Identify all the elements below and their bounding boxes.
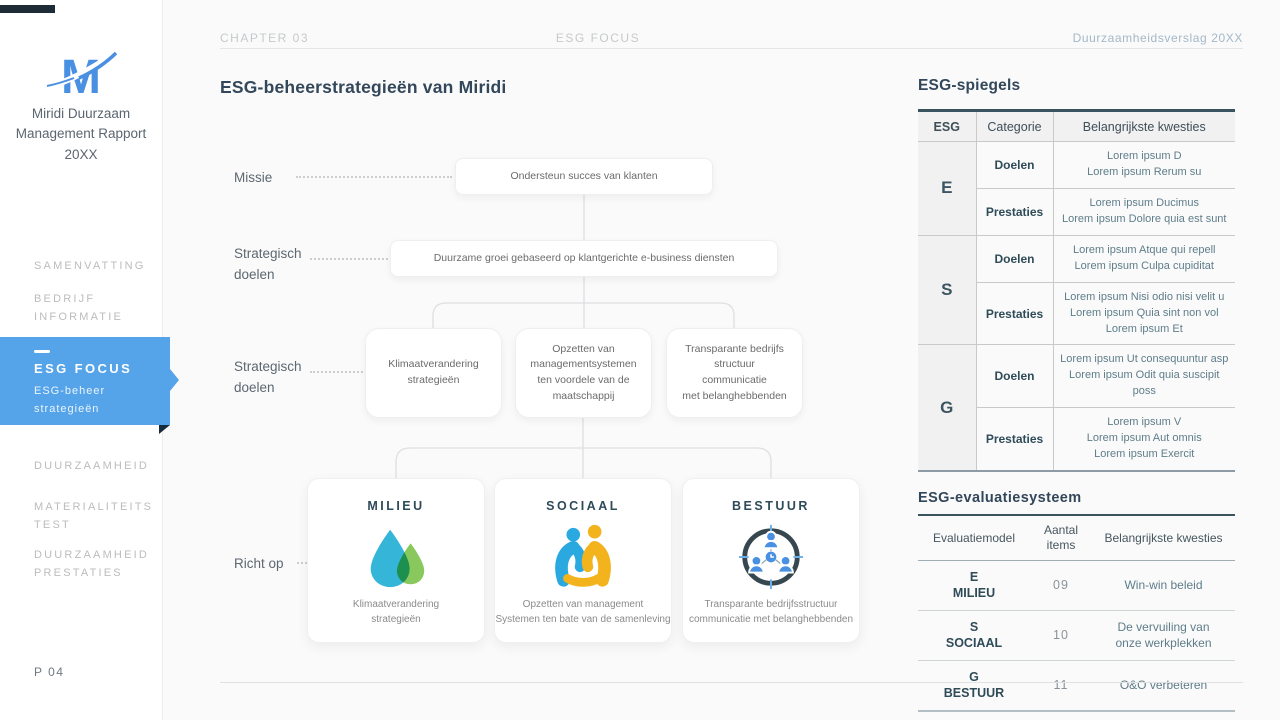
dotted-line-strategisch-1 <box>310 258 388 260</box>
mid-box-klimaat: Klimaatverandering strategieën <box>365 328 502 418</box>
people-pair-icon <box>495 521 671 593</box>
label-strategisch-doelen-2: Strategisch doelen <box>234 359 302 395</box>
active-item-subtitle: ESG-beheer strategieën <box>34 385 106 415</box>
eval-issue: De vervuiling van onze werkplekken <box>1092 610 1235 662</box>
mid-box-transparantie: Transparante bedrijfs structuur communic… <box>666 328 803 418</box>
page-title: ESG-beheerstrategieën van Miridi <box>220 77 507 97</box>
eval-model-bestuur: G BESTUUR <box>943 670 1005 701</box>
table-row: E MILIEU 09 Win-win beleid <box>918 560 1235 611</box>
card-bestuur-caption: Transparante bedrijfsstructuur communica… <box>689 599 853 625</box>
esg-letter-g: G <box>918 344 977 472</box>
category-cell: Doelen <box>975 234 1054 283</box>
top-accent-bar <box>0 5 55 13</box>
eval-issue: Win-win beleid <box>1092 560 1235 611</box>
active-item-arrow-icon <box>170 369 179 391</box>
miridi-logo: M <box>44 48 119 104</box>
eval-model-sociaal: S SOCIAAL <box>918 610 1030 662</box>
esg-evaluatiesysteem-table: Evaluatiemodel Aantal items Belangrijkst… <box>918 514 1235 712</box>
table-row: G BESTUUR 11 O&O verbeteren <box>918 661 1235 711</box>
page-number: P 04 <box>34 665 65 679</box>
table-row: E Doelen Lorem ipsum D Lorem ipsum Rerum… <box>918 141 1235 236</box>
dotted-line-strategisch-2 <box>310 371 363 373</box>
category-cell: Prestaties <box>976 407 1054 472</box>
sidebar-item-esg-focus[interactable]: ESG FOCUS ESG-beheer strategieën <box>0 337 179 434</box>
card-sociaal-caption: Opzetten van management Systemen ten bat… <box>495 599 671 625</box>
category-cell: Doelen <box>975 141 1054 189</box>
eval-count: 10 <box>1030 610 1092 662</box>
strategy-box: Duurzame groei gebaseerd op klantgericht… <box>390 240 778 277</box>
header-section: ESG FOCUS <box>555 31 641 45</box>
logo-m-swoosh-icon: M <box>44 49 119 104</box>
waterdrops-icon <box>308 521 484 593</box>
issues-cell: Lorem ipsum Nisi odio nisi velit u Lorem… <box>1052 281 1235 346</box>
sidebar-item-duurzaamheid-prestaties[interactable]: DUURZAAMHEID PRESTATIES <box>34 549 150 580</box>
esg-table-header-kwesties: Belangrijkste kwesties <box>1052 110 1235 142</box>
table-row: G Doelen Lorem ipsum Ut consequuntur asp… <box>918 344 1235 472</box>
label-missie: Missie <box>234 170 273 185</box>
header-report-name: Duurzaamheidsverslag 20XX <box>1072 31 1243 45</box>
issues-cell: Lorem ipsum V Lorem ipsum Aut omnis Lore… <box>1052 407 1235 472</box>
dotted-line-missie <box>296 176 452 178</box>
sidebar-item-duurzaamheid[interactable]: DUURZAAMHEID <box>34 460 150 472</box>
table-row: Prestaties Lorem ipsum Ducimus Lorem ips… <box>918 187 1235 236</box>
esg-letter-s: S <box>918 234 977 346</box>
card-sociaal: SOCIAAL Opzetten van management Systemen… <box>494 478 672 643</box>
eval-issue: O&O verbeteren <box>1119 678 1208 692</box>
esg-letter-e: E <box>918 141 977 236</box>
card-bestuur-title: BESTUUR <box>732 499 810 513</box>
table-row: Prestaties Lorem ipsum Nisi odio nisi ve… <box>918 281 1235 346</box>
issues-cell: Lorem ipsum Atque qui repell Lorem ipsum… <box>1052 234 1235 283</box>
table-row: S SOCIAAL 10 De vervuiling van onze werk… <box>918 610 1235 662</box>
category-cell: Prestaties <box>976 187 1054 236</box>
eval-model-milieu: E MILIEU <box>918 560 1030 611</box>
label-richt-op: Richt op <box>234 556 284 571</box>
table-row: Prestaties Lorem ipsum V Lorem ipsum Aut… <box>918 407 1235 472</box>
esg-table-header-categorie: Categorie <box>975 110 1054 142</box>
eval-count: 11 <box>1053 678 1069 693</box>
issues-cell: Lorem ipsum Ut consequuntur asp Lorem ip… <box>1052 344 1235 409</box>
category-cell: Prestaties <box>976 281 1054 346</box>
issues-cell: Lorem ipsum D Lorem ipsum Rerum su <box>1052 141 1235 189</box>
mid-box-management: Opzetten van managementsystemen ten voor… <box>515 328 652 418</box>
active-item-dash <box>34 350 50 353</box>
report-title: Miridi Duurzaam Management Rapport 20XX <box>15 106 147 162</box>
table-row: S Doelen Lorem ipsum Atque qui repell Lo… <box>918 234 1235 346</box>
bottom-divider <box>220 682 1243 683</box>
label-strategisch-doelen-1: Strategisch doelen <box>234 246 302 282</box>
category-cell: Doelen <box>975 344 1054 409</box>
sidebar-item-materialiteits-test[interactable]: MATERIALITEITS TEST <box>34 501 154 532</box>
card-bestuur: BESTUUR Transparante bedrijfsstructuur c… <box>682 478 860 643</box>
card-milieu: MILIEU Klimaatverandering strategieën <box>307 478 485 643</box>
eval-header-kwesties: Belangrijkste kwesties <box>1092 515 1235 562</box>
mission-box: Ondersteun succes van klanten <box>455 158 713 195</box>
esg-evaluatiesysteem-title: ESG-evaluatiesysteem <box>918 490 1082 507</box>
esg-spiegels-title: ESG-spiegels <box>918 77 1021 94</box>
eval-header-aantal: Aantal items <box>1030 515 1092 562</box>
esg-table-header-esg: ESG <box>918 110 977 142</box>
sidebar-item-bedrijf-informatie[interactable]: BEDRIJF INFORMATIE <box>34 293 124 324</box>
esg-spiegels-table: ESG Categorie Belangrijkste kwesties E D… <box>918 109 1235 473</box>
dotted-line-richt-op <box>297 562 311 564</box>
eval-count: 09 <box>1030 560 1092 611</box>
header-chapter: CHAPTER 03 <box>220 31 310 45</box>
active-item-ribbon-fold <box>159 425 170 434</box>
card-milieu-caption: Klimaatverandering strategieën <box>352 599 440 625</box>
sidebar: M Miridi Duurzaam Management Rapport 20X… <box>0 0 179 720</box>
governance-network-icon <box>683 521 859 593</box>
issues-cell: Lorem ipsum Ducimus Lorem ipsum Dolore q… <box>1052 187 1235 236</box>
sidebar-item-samenvatting[interactable]: SAMENVATTING <box>34 260 146 272</box>
right-panel: ESG-spiegels ESG Categorie Belangrijkste… <box>918 77 1235 712</box>
card-sociaal-title: SOCIAAL <box>546 499 620 513</box>
active-item-title: ESG FOCUS <box>34 361 133 376</box>
header-divider <box>220 48 1243 49</box>
eval-header-model: Evaluatiemodel <box>918 515 1030 562</box>
card-milieu-title: MILIEU <box>367 499 425 513</box>
